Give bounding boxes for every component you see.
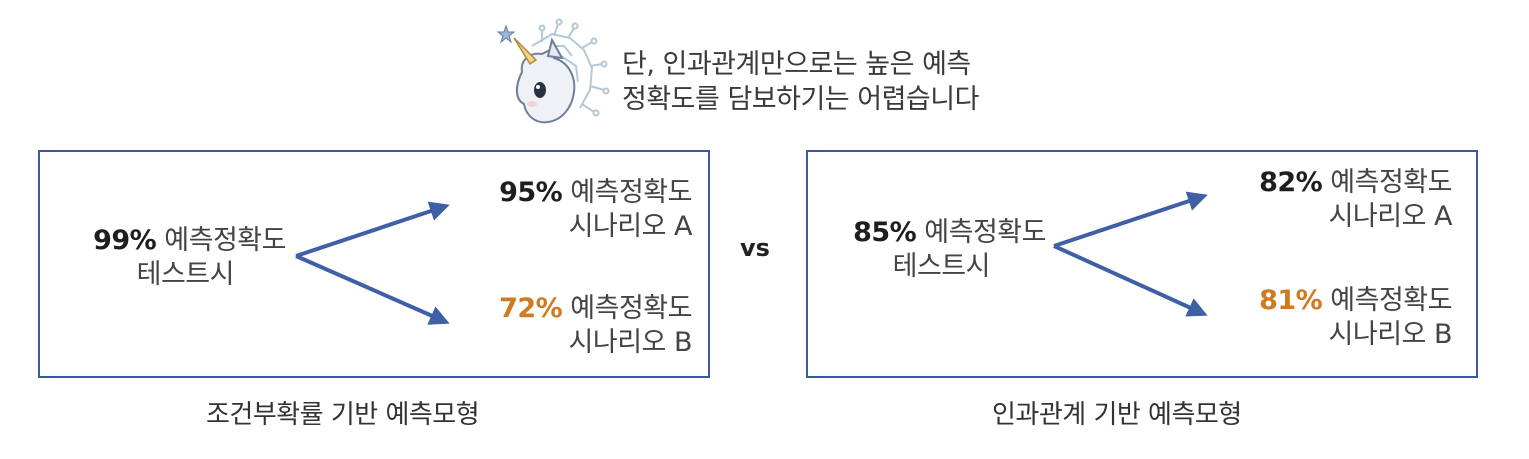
left-scenario-a-node: 95% 예측정확도 시나리오 A xyxy=(440,176,692,244)
caption-line-2: 정확도를 담보하기는 어렵습니다 xyxy=(622,84,979,115)
left-test-suffix: 예측정확도 xyxy=(156,225,286,256)
left-test-label: 테스트시 xyxy=(136,259,235,290)
left-scenario-b-label: 시나리오 B xyxy=(568,327,693,358)
left-scenario-a-pct: 95% xyxy=(499,177,563,208)
right-scenario-a-label: 시나리오 A xyxy=(1328,201,1453,232)
right-scenario-a-suffix: 예측정확도 xyxy=(1322,167,1452,198)
right-test-node: 85% 예측정확도 테스트시 xyxy=(800,216,1046,284)
right-scenario-a-node: 82% 예측정확도 시나리오 A xyxy=(1200,166,1452,234)
right-test-suffix: 예측정확도 xyxy=(916,217,1046,248)
unicorn-mascot-icon xyxy=(496,18,610,124)
right-scenario-b-label: 시나리오 B xyxy=(1328,319,1453,350)
left-scenario-b-node: 72% 예측정확도 시나리오 B xyxy=(440,292,692,360)
right-test-label: 테스트시 xyxy=(892,251,991,282)
right-scenario-b-suffix: 예측정확도 xyxy=(1322,285,1452,316)
left-model-label: 조건부확률 기반 예측모형 xyxy=(206,400,480,430)
right-model-label: 인과관계 기반 예측모형 xyxy=(992,400,1242,430)
right-test-pct: 85% xyxy=(853,217,917,248)
left-scenario-a-label: 시나리오 A xyxy=(568,211,693,242)
caption-line-1: 단, 인과관계만으로는 높은 예측 xyxy=(622,49,971,80)
right-scenario-b-node: 81% 예측정확도 시나리오 B xyxy=(1200,284,1452,352)
left-test-node: 99% 예측정확도 테스트시 xyxy=(40,224,286,292)
vs-label: vs xyxy=(740,234,770,262)
left-test-pct: 99% xyxy=(93,225,157,256)
right-scenario-a-pct: 82% xyxy=(1259,167,1323,198)
left-scenario-b-suffix: 예측정확도 xyxy=(562,293,692,324)
right-scenario-b-pct: 81% xyxy=(1259,285,1323,316)
left-scenario-b-pct: 72% xyxy=(499,293,563,324)
left-scenario-a-suffix: 예측정확도 xyxy=(562,177,692,208)
